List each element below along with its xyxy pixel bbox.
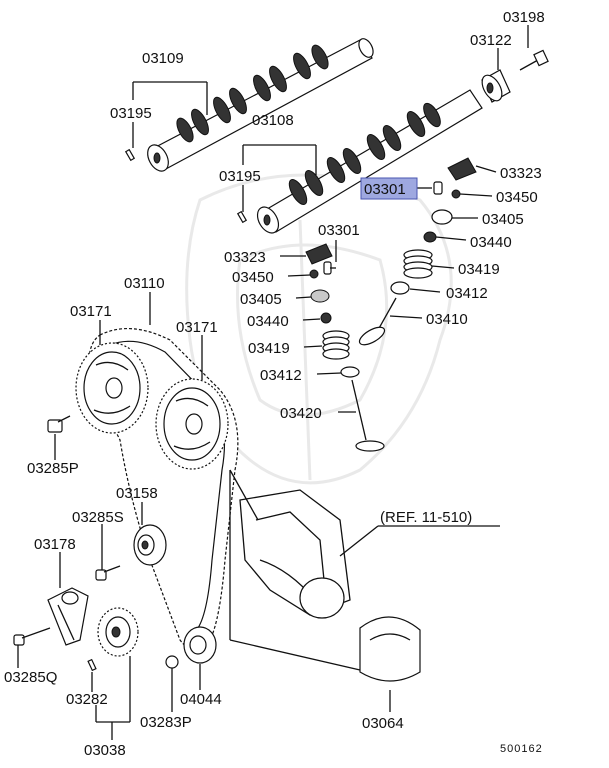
label-03440-right[interactable]: 03440 <box>470 234 512 251</box>
pin-03195-lower <box>236 210 248 224</box>
washer-03283P <box>165 655 179 669</box>
sprocket-03171-right <box>155 378 229 470</box>
label-03195-lower[interactable]: 03195 <box>219 168 261 185</box>
label-03064[interactable]: 03064 <box>362 715 404 732</box>
label-03122[interactable]: 03122 <box>470 32 512 49</box>
valve-03410 <box>358 297 397 346</box>
nut-03450-left <box>309 269 319 279</box>
camshaft-03109 <box>147 38 374 172</box>
label-03323-left[interactable]: 03323 <box>224 249 266 266</box>
part-labels: 03198 03122 03109 03195 03108 03195 0332… <box>4 9 545 759</box>
label-03419-left[interactable]: 03419 <box>248 340 290 357</box>
label-04044[interactable]: 04044 <box>180 691 222 708</box>
tensioner-03178 <box>47 587 89 646</box>
label-03282[interactable]: 03282 <box>66 691 108 708</box>
label-03198[interactable]: 03198 <box>503 9 545 26</box>
highlight-box-03301 <box>360 177 418 200</box>
camshaft-03108 <box>256 89 483 234</box>
label-03301-right[interactable]: 03301 <box>364 181 406 198</box>
label-03285S[interactable]: 03285S <box>72 509 124 526</box>
label-03038[interactable]: 03038 <box>84 742 126 759</box>
label-03412-left[interactable]: 03412 <box>260 367 302 384</box>
diagram-number: 500162 <box>500 743 543 755</box>
rocker-arm-03323-right <box>447 157 477 181</box>
bolt-03198 <box>519 49 549 71</box>
cover-03064 <box>359 616 421 682</box>
label-03440-left[interactable]: 03440 <box>247 313 289 330</box>
label-03178[interactable]: 03178 <box>34 536 76 553</box>
valve-03420 <box>351 379 385 452</box>
label-03171-right[interactable]: 03171 <box>176 319 218 336</box>
seal-03440-left <box>320 312 332 324</box>
bolt-03285Q <box>13 627 51 646</box>
label-03419-right[interactable]: 03419 <box>458 261 500 278</box>
label-03285P[interactable]: 03285P <box>27 460 79 477</box>
ref-label[interactable]: (REF. 11-510) <box>380 509 472 526</box>
sprocket-03171-left <box>75 342 149 434</box>
sensor-housing-03122 <box>481 69 511 103</box>
key-03282 <box>87 658 97 672</box>
label-03450-left[interactable]: 03450 <box>232 269 274 286</box>
nut-03450-right <box>451 189 461 199</box>
idler-04044 <box>183 626 217 664</box>
label-03283P[interactable]: 03283P <box>140 714 192 731</box>
retainer-03405-left <box>310 289 330 303</box>
retainer-03405-right <box>431 209 453 225</box>
crank-sprocket-03038 <box>97 607 139 657</box>
label-03158[interactable]: 03158 <box>116 485 158 502</box>
label-03405-left[interactable]: 03405 <box>240 291 282 308</box>
seal-03440-right <box>423 231 437 243</box>
label-03323-right[interactable]: 03323 <box>500 165 542 182</box>
label-03195-upper[interactable]: 03195 <box>110 105 152 122</box>
label-03405-right[interactable]: 03405 <box>482 211 524 228</box>
bolt-03285P <box>47 415 71 433</box>
leader-lines <box>17 25 529 740</box>
label-03171-left[interactable]: 03171 <box>70 303 112 320</box>
label-03108[interactable]: 03108 <box>252 112 294 129</box>
spring-03419-left <box>322 330 350 360</box>
label-03110[interactable]: 03110 <box>124 275 165 292</box>
label-03450-right[interactable]: 03450 <box>496 189 538 206</box>
label-03412-right[interactable]: 03412 <box>446 285 488 302</box>
label-03410[interactable]: 03410 <box>426 311 468 328</box>
spring-seat-03412-left <box>340 366 360 378</box>
bolt-03285S <box>95 565 121 581</box>
idler-pulley-03158 <box>133 524 167 566</box>
spring-03419-right <box>403 249 433 279</box>
label-03420[interactable]: 03420 <box>280 405 322 422</box>
adjuster-03301-right <box>433 181 443 195</box>
engine-block-ref <box>239 489 351 619</box>
rocker-arm-03323-left <box>305 243 333 265</box>
label-03285Q[interactable]: 03285Q <box>4 669 57 686</box>
pin-03195-upper <box>124 148 136 162</box>
adjuster-03301-left <box>323 261 332 275</box>
label-03301-left[interactable]: 03301 <box>318 222 360 239</box>
spring-seat-03412-right <box>390 281 410 295</box>
label-03109[interactable]: 03109 <box>142 50 184 67</box>
